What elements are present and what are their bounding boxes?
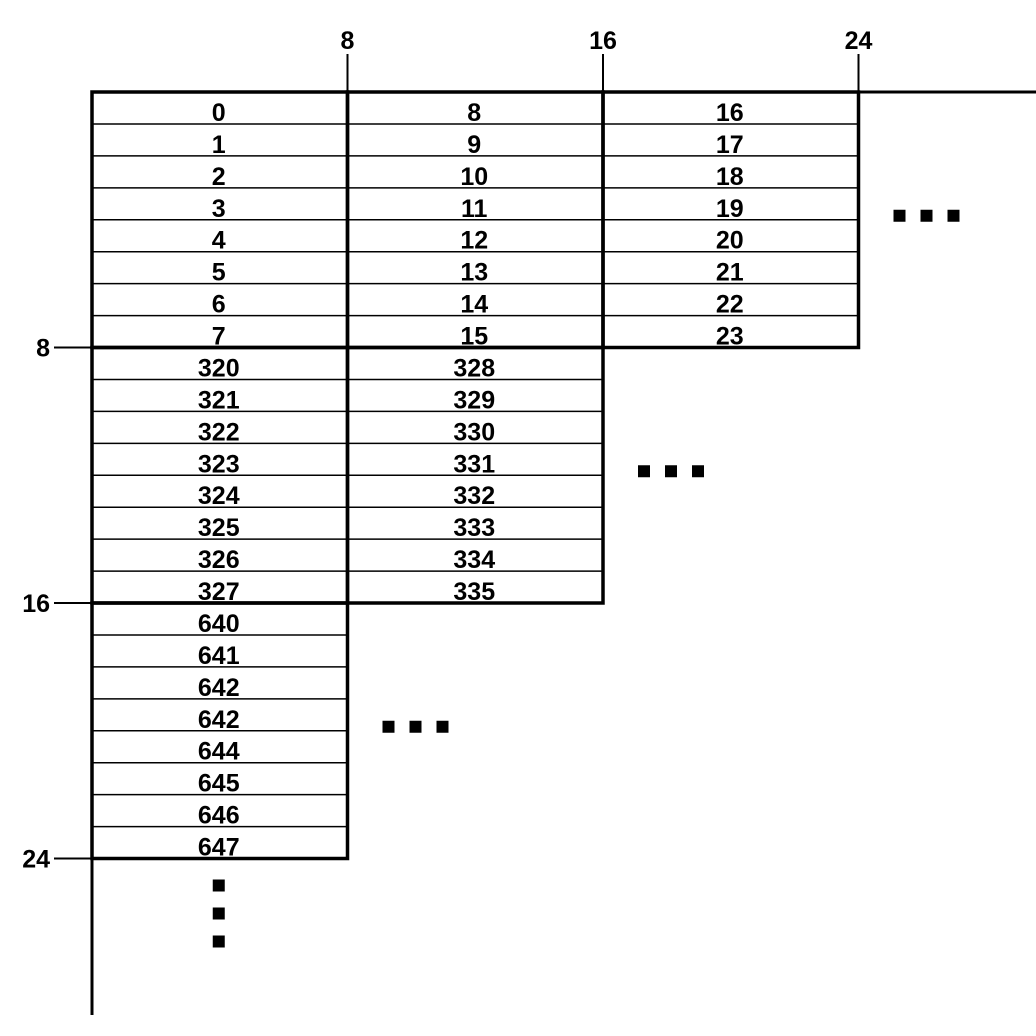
ellipsis-row-2-icon <box>382 720 449 733</box>
cell-value: 10 <box>460 163 488 191</box>
ellipsis-row-0-icon <box>893 209 960 222</box>
cell-value: 640 <box>198 610 240 638</box>
dot <box>212 935 225 948</box>
cell-value: 19 <box>716 195 744 223</box>
top-tick-label: 24 <box>845 27 873 55</box>
cell-value: 4 <box>212 227 226 255</box>
cell-value: 9 <box>467 131 481 159</box>
cell-value: 8 <box>467 99 481 127</box>
cell-value: 3 <box>212 195 226 223</box>
cell-value: 12 <box>460 227 488 255</box>
block-border <box>90 601 350 861</box>
dot <box>436 720 449 733</box>
cell-value: 646 <box>198 802 240 830</box>
cell-value: 332 <box>453 482 495 510</box>
cell-value: 5 <box>212 259 226 287</box>
ellipsis-vertical-icon <box>212 879 225 948</box>
dot <box>893 209 906 222</box>
cell-value: 642 <box>198 674 240 702</box>
dot <box>638 465 650 478</box>
cell-value: 13 <box>460 259 488 287</box>
cell-value: 17 <box>716 131 744 159</box>
top-tick-label: 8 <box>341 27 355 55</box>
cell-value: 325 <box>198 514 240 542</box>
cell-value: 11 <box>461 195 488 223</box>
cell-value: 329 <box>453 386 495 414</box>
block-border <box>601 90 861 350</box>
dot <box>692 465 704 478</box>
cell-value: 1 <box>212 131 226 159</box>
cell-value: 641 <box>198 642 240 670</box>
cell-value: 331 <box>453 450 495 478</box>
dot <box>382 720 395 733</box>
left-tick-label: 8 <box>36 335 50 363</box>
dot <box>212 879 225 892</box>
cell-value: 20 <box>716 227 744 255</box>
cell-value: 322 <box>198 418 240 446</box>
cell-value: 320 <box>198 354 240 382</box>
cell-value: 328 <box>453 354 495 382</box>
left-tick-label: 16 <box>22 590 50 618</box>
dot <box>409 720 422 733</box>
cell-value: 645 <box>198 770 240 798</box>
cell-value: 2 <box>212 163 226 191</box>
dot <box>947 209 960 222</box>
cell-value: 18 <box>716 163 744 191</box>
dot <box>665 465 677 478</box>
memory-block: 0 1 2 3 4 5 6 7 <box>90 90 350 351</box>
cell-value: 333 <box>453 514 495 542</box>
cell-value: 22 <box>716 291 744 319</box>
cell-value: 644 <box>198 738 240 766</box>
cell-value: 6 <box>212 291 226 319</box>
cell-value: 330 <box>453 418 495 446</box>
cell-value: 323 <box>198 450 240 478</box>
block-border <box>345 345 605 605</box>
ellipsis-row-1-icon <box>638 465 704 478</box>
left-tick-label: 24 <box>22 846 50 874</box>
top-tick-label: 16 <box>589 27 617 55</box>
cell-value: 7 <box>212 323 226 351</box>
cell-value: 642 <box>198 706 240 734</box>
cell-value: 16 <box>716 99 744 127</box>
cell-value: 324 <box>198 482 240 510</box>
cell-value: 21 <box>716 259 744 287</box>
cell-value: 321 <box>198 386 240 414</box>
dot <box>920 209 933 222</box>
cell-value: 334 <box>453 546 495 574</box>
cell-value: 326 <box>198 546 240 574</box>
dot <box>212 907 225 920</box>
cell-value: 0 <box>212 99 226 127</box>
cell-value: 14 <box>460 291 488 319</box>
